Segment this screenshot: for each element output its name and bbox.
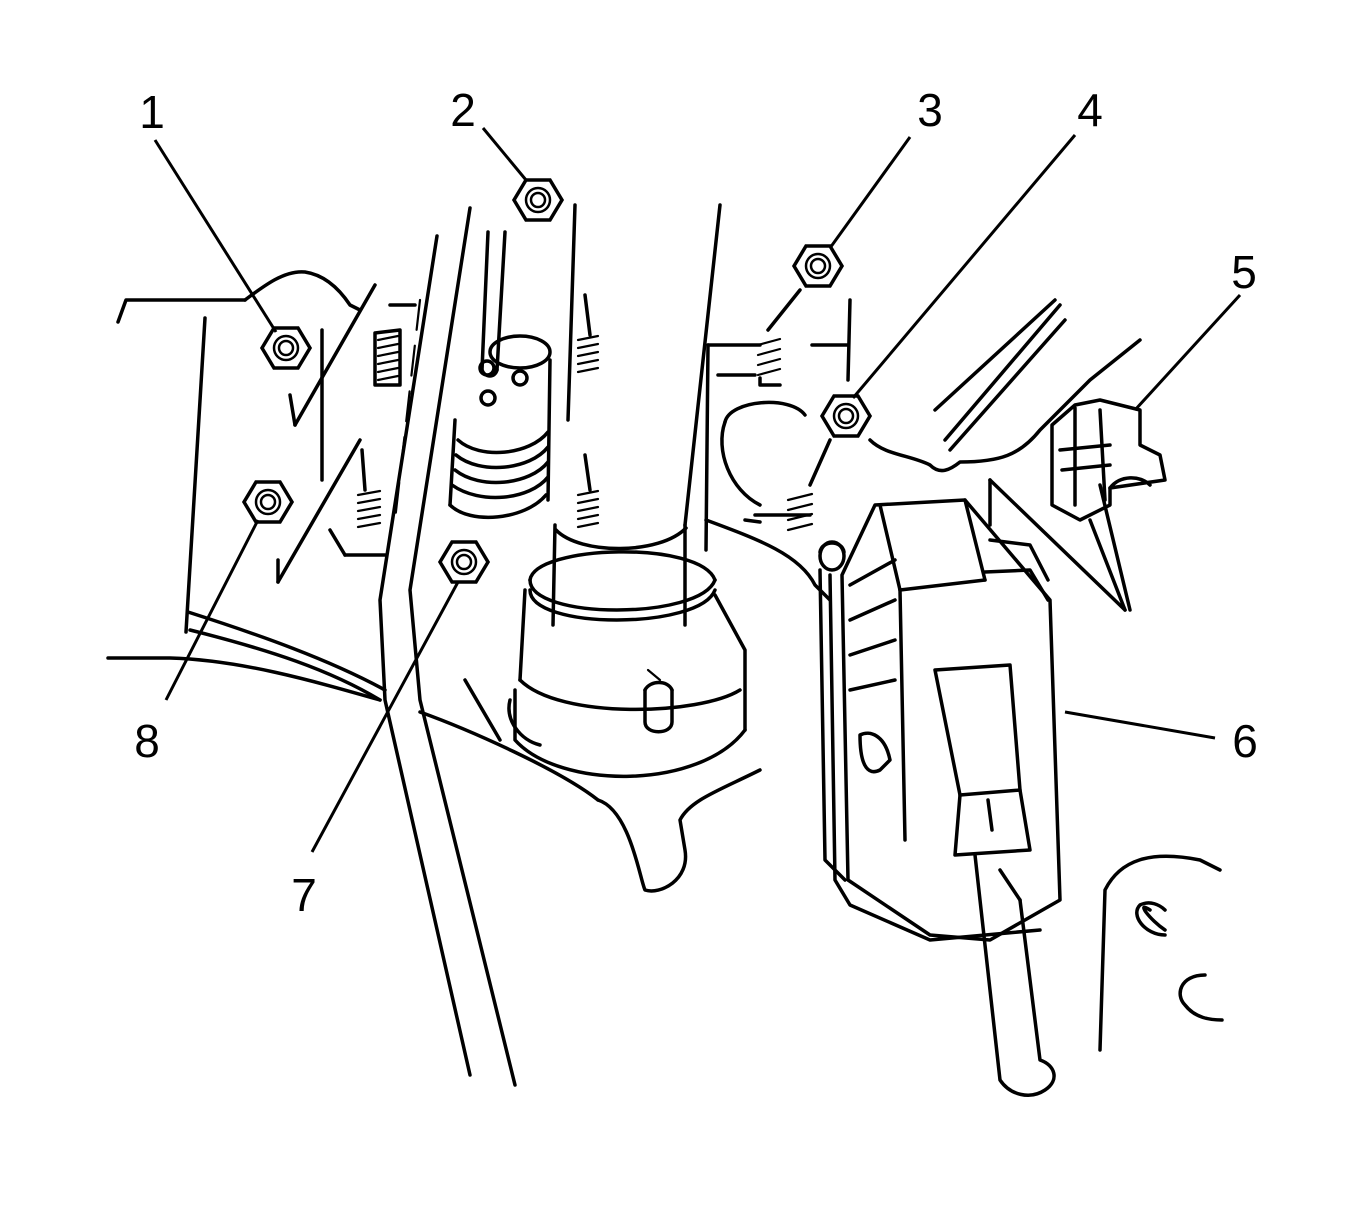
callout-5: 5 (1231, 246, 1257, 298)
stud-1 (373, 328, 402, 387)
stud-7 (576, 453, 600, 529)
nut-8 (241, 480, 295, 524)
electrical-connector (988, 398, 1167, 612)
column-shaft-and-bellows (418, 203, 762, 893)
stud-4 (786, 438, 832, 532)
leader-3 (828, 136, 912, 249)
leader-6 (1064, 710, 1216, 740)
stud-3 (756, 288, 802, 387)
nut-4 (819, 394, 873, 438)
right-mounting-bracket (704, 298, 852, 602)
nut-1 (259, 326, 313, 370)
leader-5 (1133, 293, 1242, 412)
callout-2: 2 (450, 84, 476, 136)
leader-1 (153, 139, 278, 333)
callout-7: 7 (291, 869, 317, 921)
nut-3 (791, 244, 845, 288)
left-mounting-bracket (106, 270, 417, 702)
stud-8 (356, 448, 382, 529)
stud-2 (576, 293, 600, 374)
lower-right-panel (1098, 854, 1224, 1052)
callout-8: 8 (134, 715, 160, 767)
nut-7 (437, 540, 491, 584)
leader-2 (481, 127, 528, 181)
control-module (818, 478, 1062, 1097)
nut-2 (511, 178, 565, 222)
callout-4: 4 (1077, 84, 1103, 136)
callout-1: 1 (139, 86, 165, 138)
steering-column-tubes (378, 206, 517, 1087)
leader-8 (164, 519, 260, 701)
leader-lines (153, 127, 1242, 853)
leader-4 (851, 134, 1077, 399)
mounting-studs (356, 288, 832, 532)
callout-3: 3 (917, 84, 943, 136)
callout-6: 6 (1232, 715, 1258, 767)
leader-7 (310, 581, 460, 853)
callout-labels: 1 2 3 4 5 6 7 8 (134, 84, 1258, 921)
steering-column-shroud (868, 298, 1142, 473)
